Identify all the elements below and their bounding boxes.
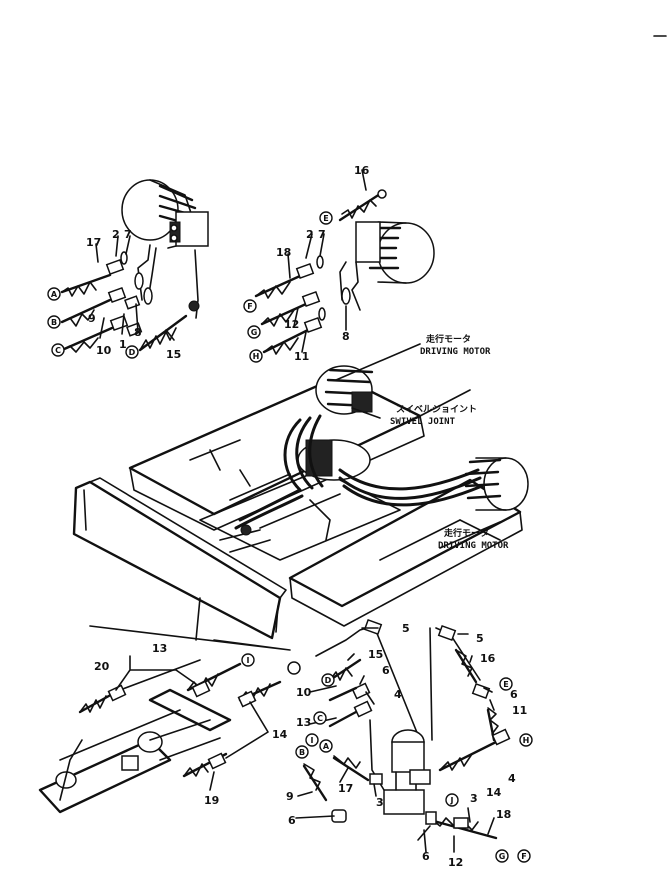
letter-H-br: H (519, 733, 533, 747)
callout-4-br-b: 4 (508, 772, 516, 785)
callout-6-br-c: 6 (510, 688, 518, 701)
callout-6-br-b: 6 (288, 814, 296, 827)
letter-E-tr: E (319, 211, 333, 225)
letter-H-tr: H (249, 349, 263, 363)
letter-A-tl: A (47, 287, 61, 301)
letter-C-tl: C (51, 343, 65, 357)
svg-text:G: G (499, 852, 506, 861)
svg-text:F: F (521, 852, 526, 861)
callout-16-br: 16 (480, 652, 496, 665)
letter-I-br: I (305, 733, 319, 747)
svg-text:B: B (299, 748, 305, 757)
letter-G-tr: G (247, 325, 261, 339)
caption-motor-right-jp: 走行モータ (443, 527, 489, 539)
letter-B-tl: B (47, 315, 61, 329)
callout-18-tr: 18 (276, 246, 291, 259)
letter-A-br: A (319, 739, 333, 753)
callout-14-bl: 14 (272, 728, 288, 741)
caption-motor-top-en: DRIVING MOTOR (420, 347, 491, 357)
svg-text:E: E (503, 680, 508, 689)
callout-6-br-d: 6 (422, 850, 430, 863)
callout-15-br: 15 (368, 648, 383, 661)
callout-4-br-a: 4 (394, 688, 402, 701)
svg-text:H: H (253, 352, 260, 361)
callout-12-tr: 12 (284, 318, 299, 331)
caption-swivel-jp: スイベルジョイント (396, 404, 477, 415)
svg-text:G: G (251, 328, 258, 337)
letter-B-br: B (295, 745, 309, 759)
letter-F-tr: F (243, 299, 257, 313)
callout-17-br: 17 (338, 782, 353, 795)
callout-14-br: 14 (486, 786, 502, 799)
caption-swivel-en: SWIVEL JOINT (390, 417, 456, 427)
callout-18-br: 18 (496, 808, 511, 821)
svg-text:B: B (51, 318, 57, 327)
callout-11-br: 11 (512, 704, 527, 717)
callout-2-tl: 2 (112, 228, 120, 241)
callout-7-tl: 7 (124, 228, 132, 241)
captions: 走行モータ DRIVING MOTOR スイベルジョイント SWIVEL JOI… (390, 333, 509, 551)
leader-lines (95, 169, 501, 853)
callout-8-tr: 8 (342, 330, 350, 343)
svg-text:I: I (311, 736, 314, 745)
letter-D-tl: D (125, 345, 139, 359)
bulldozer-frame (72, 365, 529, 640)
callout-19-bl: 19 (204, 794, 219, 807)
caption-motor-right-en: DRIVING MOTOR (438, 541, 509, 551)
svg-text:C: C (317, 714, 323, 723)
callout-10-br: 10 (296, 686, 312, 699)
callout-2-tr: 2 (306, 228, 314, 241)
letter-C-br: C (313, 711, 327, 725)
left-driving-motor-assembly (121, 179, 209, 319)
svg-text:C: C (55, 346, 61, 355)
callout-1-tl: 1 (119, 338, 127, 351)
right-fittings (254, 255, 326, 355)
caption-motor-top-jp: 走行モータ (425, 333, 471, 345)
circled-letters: A B C D E F G H I D C I A B E H J G F (47, 211, 533, 863)
svg-text:A: A (323, 742, 330, 751)
letter-J-br: J (445, 793, 459, 807)
bottom-right-detail (302, 618, 511, 841)
svg-text:A: A (51, 290, 58, 299)
callout-10-tl: 10 (96, 344, 112, 357)
svg-text:J: J (450, 796, 454, 805)
bottom-left-detail (38, 597, 301, 814)
letter-I-bl: I (241, 653, 255, 667)
svg-text:E: E (323, 214, 328, 223)
callout-9-tl: 9 (88, 312, 96, 325)
callout-17-tl: 17 (86, 236, 101, 249)
callout-3-br-a: 3 (376, 796, 384, 809)
callout-numbers: 17 2 7 9 10 1 8 15 16 18 2 7 12 11 8 20 … (86, 164, 527, 869)
svg-text:H: H (523, 736, 530, 745)
letter-D-br: D (321, 673, 335, 687)
right-driving-motor-assembly (338, 189, 435, 311)
svg-text:D: D (325, 676, 332, 685)
callout-15-tl: 15 (166, 348, 181, 361)
callout-13-br: 13 (296, 716, 311, 729)
svg-text:D: D (129, 348, 136, 357)
callout-9-br: 9 (286, 790, 294, 803)
callout-20-bl: 20 (94, 660, 110, 673)
callout-7-tr: 7 (318, 228, 326, 241)
callout-13-bl: 13 (152, 642, 167, 655)
svg-text:I: I (247, 656, 250, 665)
callout-16-tr: 16 (354, 164, 370, 177)
callout-5-br-a: 5 (402, 622, 410, 635)
callout-8-tl: 8 (134, 326, 142, 339)
letter-F-br: F (517, 849, 531, 863)
callout-12-br: 12 (448, 856, 463, 869)
callout-5-br-b: 5 (476, 632, 484, 645)
callout-11-tr: 11 (294, 350, 309, 363)
callout-6-br-a: 6 (382, 664, 390, 677)
svg-text:F: F (247, 302, 252, 311)
letter-G-br: G (495, 849, 509, 863)
left-fittings (60, 251, 200, 353)
callout-3-br-b: 3 (470, 792, 478, 805)
letter-E-br: E (499, 677, 513, 691)
